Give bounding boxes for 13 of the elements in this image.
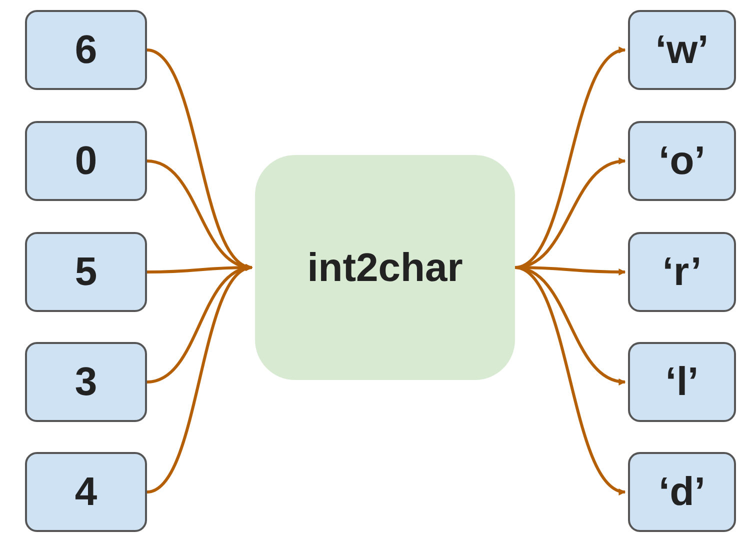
- value-box: ‘d’: [628, 452, 736, 532]
- value-box: 5: [25, 232, 147, 312]
- value-box: 4: [25, 452, 147, 532]
- value-box: ‘l’: [628, 342, 736, 422]
- value-box: ‘r’: [628, 232, 736, 312]
- value-box: 0: [25, 121, 147, 201]
- arrow: [514, 266, 626, 494]
- value-box: ‘o’: [628, 121, 736, 201]
- value-box: 3: [25, 342, 147, 422]
- function-box: int2char: [255, 155, 515, 380]
- value-box: 6: [25, 10, 147, 90]
- value-box: ‘w’: [628, 10, 736, 90]
- arrow: [146, 266, 253, 494]
